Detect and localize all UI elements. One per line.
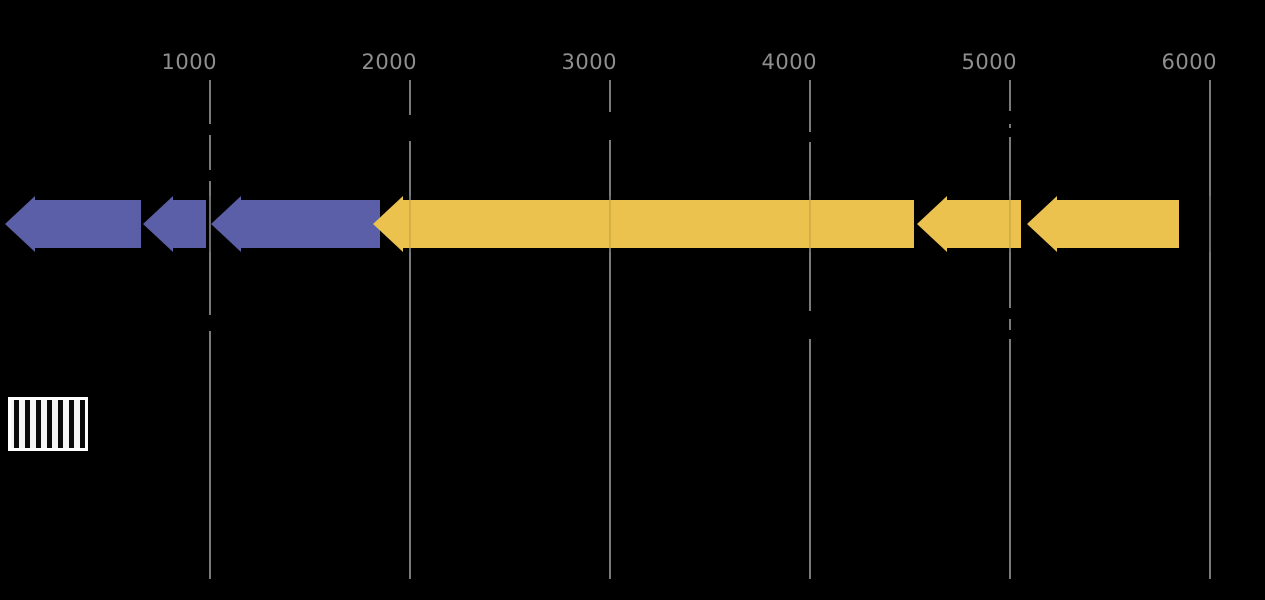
gridline-gap-1000-1 <box>208 170 212 181</box>
feature-4-arrow <box>373 196 914 252</box>
gridline-gap-5000-3 <box>1008 330 1012 339</box>
gridline-gap-5000-1 <box>1008 128 1012 137</box>
gridline-gap-1000-2 <box>208 315 212 331</box>
gridline-gap-2000-0 <box>408 115 412 141</box>
tick-label-5000: 5000 <box>961 50 1017 74</box>
tick-label-4000: 4000 <box>761 50 817 74</box>
feature-1-arrow <box>5 196 141 252</box>
feature-3-arrow <box>211 196 380 252</box>
hatched-feature <box>8 397 88 451</box>
feature-5-arrow <box>917 196 1021 252</box>
feature-6-arrow <box>1027 196 1179 252</box>
gridline-gap-4000-1 <box>808 311 812 339</box>
tick-label-3000: 3000 <box>561 50 617 74</box>
gridline-gap-4000-0 <box>808 132 812 142</box>
gridline-gap-3000-0 <box>608 112 612 140</box>
gridline-gap-5000-2 <box>1008 308 1012 319</box>
tick-label-2000: 2000 <box>361 50 417 74</box>
gridline-gap-5000-0 <box>1008 111 1012 124</box>
tick-label-6000: 6000 <box>1161 50 1217 74</box>
tick-label-1000: 1000 <box>161 50 217 74</box>
feature-2-arrow <box>143 196 206 252</box>
gridline-gap-1000-0 <box>208 124 212 135</box>
